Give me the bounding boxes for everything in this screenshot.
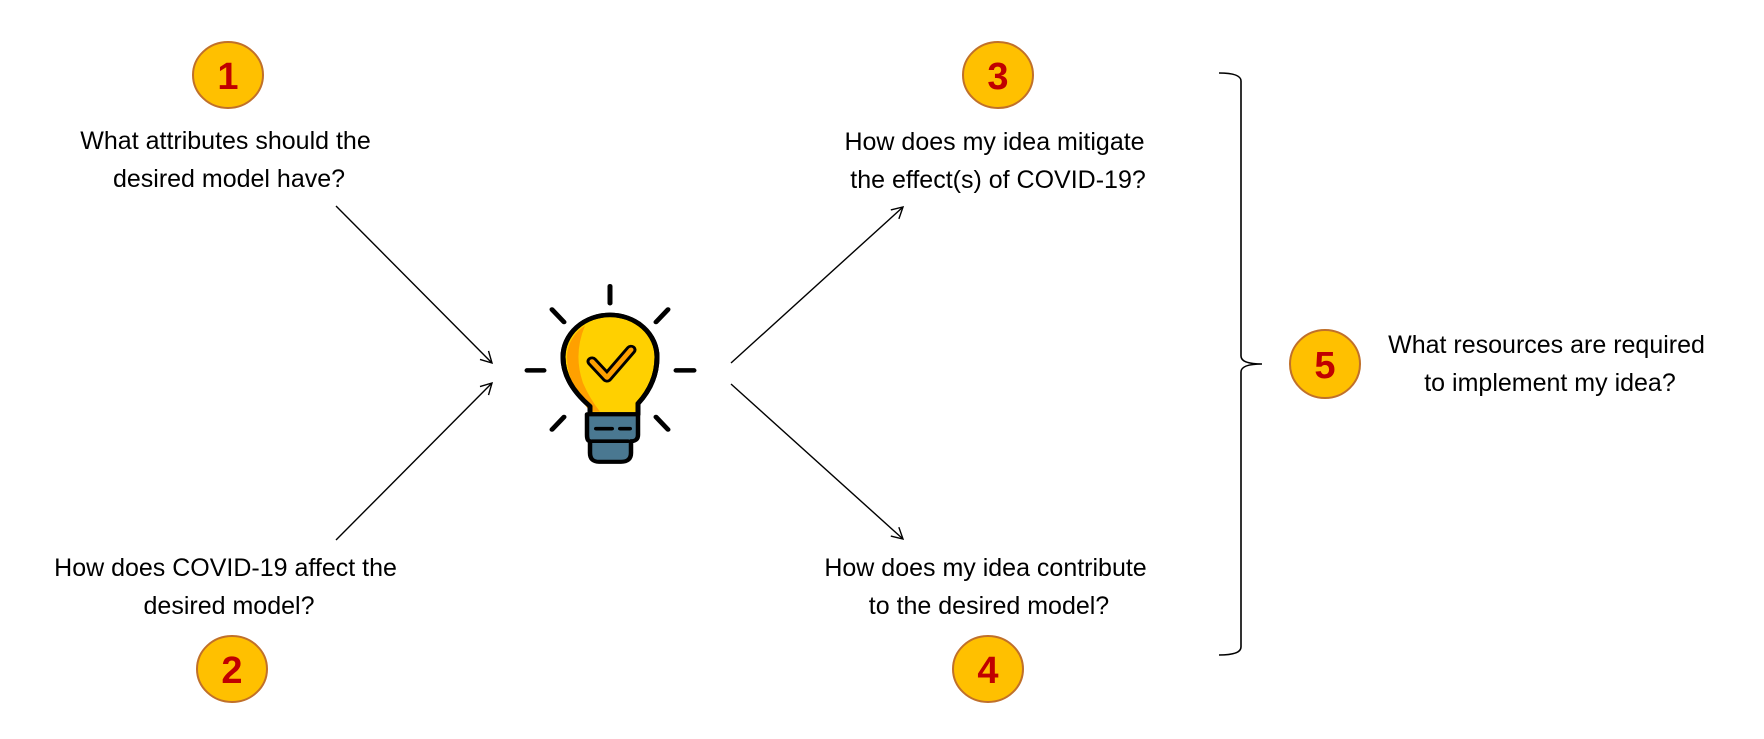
arrow-idea-to-4	[730, 383, 905, 540]
question-1: What attributes should the desired model…	[80, 127, 377, 193]
badge-number: 5	[1314, 345, 1335, 387]
badge-number: 3	[987, 56, 1008, 98]
arrows	[335, 205, 905, 541]
lightbulb-check-icon	[524, 283, 697, 464]
right-curly-bracket	[1218, 72, 1263, 656]
badge-number: 1	[217, 56, 238, 98]
light-rays	[524, 283, 697, 432]
question-3: How does my idea mitigate the effect(s) …	[844, 128, 1151, 194]
question-2: How does COVID-19 affect the desired mod…	[54, 554, 404, 620]
question-4: How does my idea contribute to the desir…	[824, 554, 1153, 620]
arrow-2-to-idea	[335, 381, 494, 541]
bulb-shade	[567, 325, 600, 412]
arrow-1-to-idea	[335, 205, 494, 365]
badge-4: 4	[952, 635, 1024, 703]
bulb-base	[584, 412, 641, 464]
arrow-idea-to-3	[730, 206, 905, 364]
badge-5: 5	[1289, 329, 1361, 399]
badge-1: 1	[192, 41, 264, 109]
badge-2: 2	[196, 635, 268, 703]
badge-number: 2	[221, 650, 242, 692]
question-5: What resources are required to implement…	[1388, 331, 1712, 397]
badge-number: 4	[977, 650, 998, 692]
badge-3: 3	[962, 41, 1034, 109]
